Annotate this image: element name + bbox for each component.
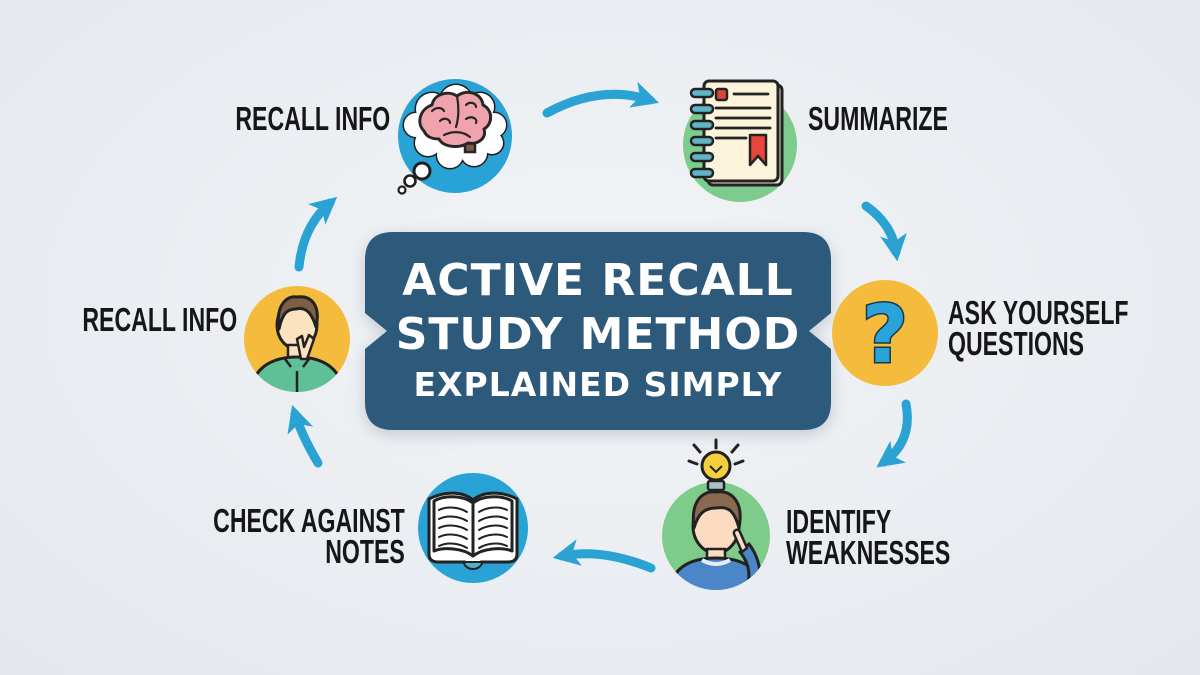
thinking-person-icon xyxy=(244,286,350,392)
svg-text:?: ? xyxy=(862,288,908,381)
arrow-identify-to-check xyxy=(552,539,656,573)
spiral-rings xyxy=(689,87,715,179)
open-book-icon xyxy=(418,473,528,583)
title-text: ACTIVE RECALL STUDY METHOD EXPLAINED SIM… xyxy=(365,232,831,430)
title-banner-shape xyxy=(365,232,831,430)
title-line-2: STUDY METHOD xyxy=(395,309,801,360)
step-label-summarize: SUMMARIZE xyxy=(808,100,948,137)
brain-thought-bubble-icon xyxy=(397,79,512,195)
question-mark-icon: ? xyxy=(832,280,938,386)
step-label-ask-yourself-questions: ASK YOURSELF QUESTIONS xyxy=(948,294,1129,362)
person-lightbulb-icon xyxy=(662,438,770,590)
title-line-3: EXPLAINED SIMPLY xyxy=(413,365,783,404)
arrow-check-to-recall-left xyxy=(287,404,323,468)
step-label-identify-weaknesses: IDENTIFY WEAKNESSES xyxy=(786,503,951,571)
title-line-1: ACTIVE RECALL xyxy=(402,255,794,306)
lightbulb-icon xyxy=(687,438,745,495)
spiral-notebook-icon xyxy=(683,79,797,202)
step-label-recall-info-left: RECALL INFO xyxy=(82,301,237,338)
bookmark-ribbon xyxy=(748,133,768,167)
arrow-summarize-to-questions xyxy=(861,201,907,262)
step-label-check-against-notes: CHECK AGAINST NOTES xyxy=(213,502,405,570)
title-banner: ACTIVE RECALL STUDY METHOD EXPLAINED SIM… xyxy=(365,232,831,430)
arrow-questions-to-identify xyxy=(876,399,912,468)
brain-icon xyxy=(418,90,493,154)
hand-on-chin xyxy=(295,333,316,361)
arrow-recall-to-summarize xyxy=(542,81,660,118)
banner-ribbon xyxy=(365,232,831,430)
step-label-recall-info-top: RECALL INFO xyxy=(235,100,390,137)
arrow-recall-left-to-recall-top xyxy=(294,196,338,272)
